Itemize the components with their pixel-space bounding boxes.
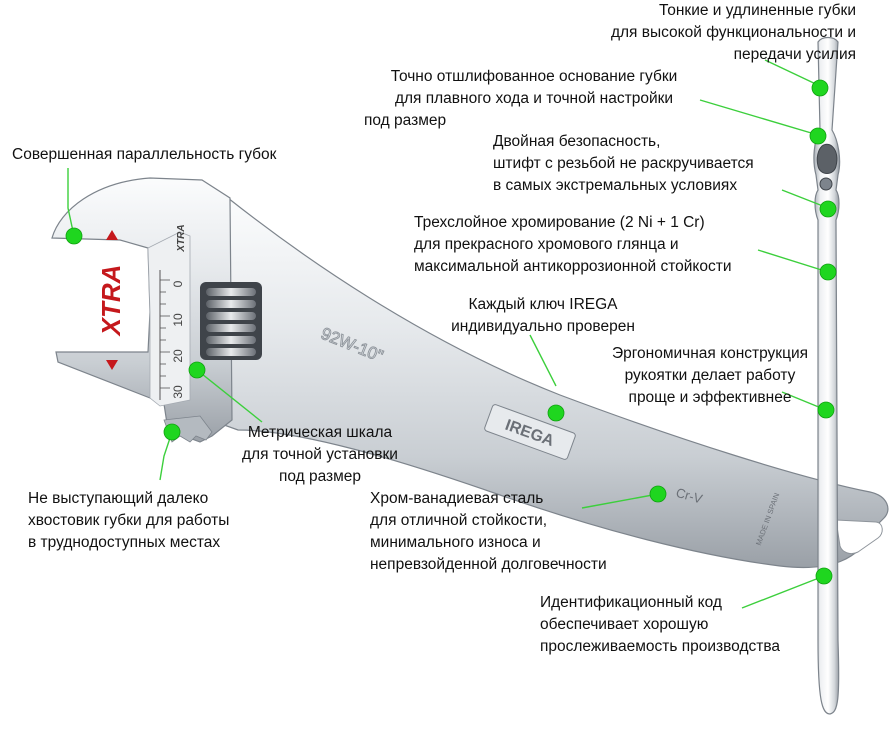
callout-line: Хром-ванадиевая сталь <box>370 490 544 507</box>
dot-thin-jaws <box>811 79 829 97</box>
dot-tail-jaw <box>163 423 181 441</box>
callout-line: Не выступающий далеко <box>28 490 209 507</box>
dot-ergonomic-handle <box>817 401 835 419</box>
callout-line: прослеживаемость производства <box>540 638 781 655</box>
callout-ground-base: Точно отшлифованное основание губки для … <box>364 66 704 132</box>
callout-double-safety: Двойная безопасность, штифт с резьбой не… <box>493 131 754 197</box>
callout-line: Точно отшлифованное основание губки <box>390 68 678 85</box>
xtra-logo: XTRA <box>96 230 126 370</box>
callout-line: Метрическая шкала <box>247 424 393 441</box>
dot-double-safety <box>819 200 837 218</box>
callout-line: максимальной антикоррозионной стойкости <box>414 258 732 275</box>
scale-10: 10 <box>171 313 185 327</box>
callout-line: штифт с резьбой не раскручивается <box>493 155 754 172</box>
callout-line: для прекрасного хромового глянца и <box>414 236 679 253</box>
crv-stamp: Cr-V <box>674 485 704 507</box>
callout-line: непревзойденной долговечности <box>370 556 607 573</box>
hang-hole <box>835 519 883 555</box>
dot-metric-scale <box>188 361 206 379</box>
callout-line: проще и эффективнее <box>628 389 792 406</box>
callout-line: обеспечивает хорошую <box>540 616 709 633</box>
callout-id-code: Идентификационный код обеспечивает хорош… <box>540 592 780 658</box>
dot-ground-base <box>809 127 827 145</box>
callout-line: в труднодоступных местах <box>28 534 221 551</box>
callout-line: индивидуально проверен <box>451 318 635 335</box>
callout-line: Совершенная параллельность губок <box>12 146 277 163</box>
dot-crv-steel <box>649 485 667 503</box>
irega-plate: IREGA <box>484 404 576 460</box>
callout-line: рукоятки делает работу <box>624 367 796 384</box>
callout-line: для отличной стойкости, <box>370 512 548 529</box>
callout-line: Эргономичная конструкция <box>611 345 809 362</box>
callout-thin-jaws: Тонкие и удлиненные губки для высокой фу… <box>611 0 856 66</box>
callout-line: Каждый ключ IREGA <box>468 296 618 313</box>
callout-line: для точной установки <box>242 446 398 463</box>
metric-scale: 0 10 20 30 <box>159 270 185 400</box>
worm-screw <box>200 282 262 360</box>
callout-line: Трехслойное хромирование (2 Ni + 1 Cr) <box>414 214 705 231</box>
callout-line: Двойная безопасность, <box>493 133 661 150</box>
callout-ergonomic-handle: Эргономичная конструкция рукоятки делает… <box>594 343 826 409</box>
callout-line: хвостовик губки для работы <box>28 512 230 529</box>
xtra-logo-small: XTRA <box>176 224 187 252</box>
callout-metric-scale: Метрическая шкала для точной установки п… <box>228 422 412 488</box>
callout-line: в самых экстремальных условиях <box>493 177 738 194</box>
dot-chrome-plating <box>819 263 837 281</box>
callout-line: для плавного хода и точной настройки <box>394 90 674 107</box>
xtra-logo-text: XTRA <box>96 265 126 338</box>
scale-30: 30 <box>171 385 185 399</box>
callout-tail-jaw: Не выступающий далеко хвостовик губки дл… <box>28 488 229 554</box>
callout-line: под размер <box>278 468 362 485</box>
dot-id-code <box>815 567 833 585</box>
callout-chrome-plating: Трехслойное хромирование (2 Ni + 1 Cr) д… <box>414 212 732 278</box>
callout-parallel-jaws: Совершенная параллельность губок <box>12 144 276 166</box>
scale-0: 0 <box>171 280 185 287</box>
callout-dots <box>65 79 837 585</box>
callout-line: передачи усилия <box>733 46 856 63</box>
main-wrench: XTRA XTRA 0 10 20 30 <box>51 177 889 569</box>
callout-line: под размер <box>364 112 447 129</box>
dot-individually-checked <box>547 404 565 422</box>
dot-parallel-jaws <box>65 227 83 245</box>
callout-individually-checked: Каждый ключ IREGA индивидуально проверен <box>426 294 660 338</box>
callout-line: Тонкие и удлиненные губки <box>658 2 856 19</box>
callout-line: Идентификационный код <box>540 594 722 611</box>
callout-crv-steel: Хром-ванадиевая сталь для отличной стойк… <box>370 488 607 576</box>
leader-lines <box>67 59 829 609</box>
callout-line: минимального износа и <box>370 534 541 551</box>
callout-line: для высокой функциональности и <box>610 24 856 41</box>
scale-20: 20 <box>171 349 185 363</box>
